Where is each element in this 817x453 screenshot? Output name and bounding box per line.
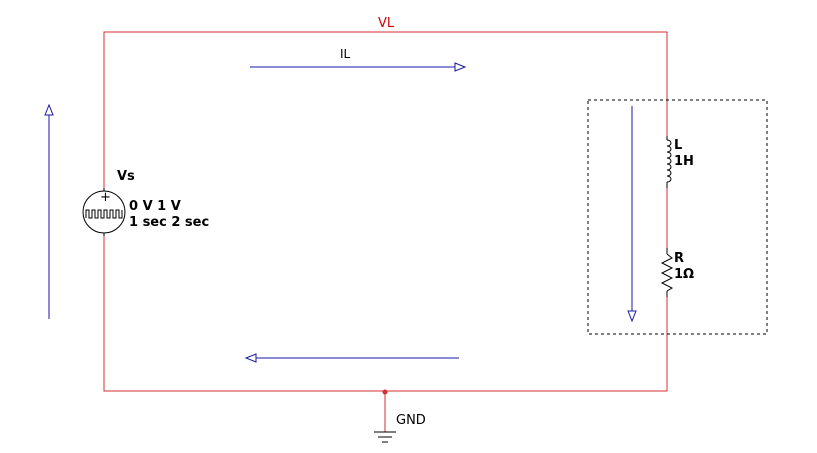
inductor — [666, 136, 672, 188]
source-circle — [82, 190, 126, 234]
pulse-waveform-icon — [85, 209, 123, 219]
inductor-coil-icon — [666, 139, 672, 183]
voltage-source — [82, 188, 126, 236]
resistor — [660, 248, 674, 297]
wire-bottom — [103, 236, 668, 392]
source-values: 0 V 1 V — [129, 199, 181, 214]
current-arrows — [44, 62, 637, 363]
resistor-zigzag-icon — [660, 253, 674, 292]
wires — [103, 31, 668, 432]
inductor-value: 1H — [674, 154, 694, 169]
load-dashed-box — [587, 99, 768, 335]
ground-label: GND — [396, 413, 426, 428]
net-label-vl: VL — [378, 16, 395, 31]
arrow-bottom-left — [244, 353, 459, 363]
resistor-value: 1Ω — [674, 267, 694, 282]
resistor-name: R — [674, 251, 684, 266]
arrow-top-right — [250, 62, 467, 72]
ground-icon — [374, 431, 396, 443]
inductor-name: L — [674, 138, 682, 153]
source-timing: 1 sec 2 sec — [129, 215, 209, 230]
arrow-right-down — [627, 106, 637, 323]
source-name: Vs — [117, 169, 135, 184]
source-plus-sign: + — [100, 190, 111, 205]
current-label-il: IL — [340, 47, 351, 61]
wire-top — [103, 31, 668, 188]
arrow-left-up — [44, 103, 54, 319]
junction-dot — [382, 389, 388, 395]
